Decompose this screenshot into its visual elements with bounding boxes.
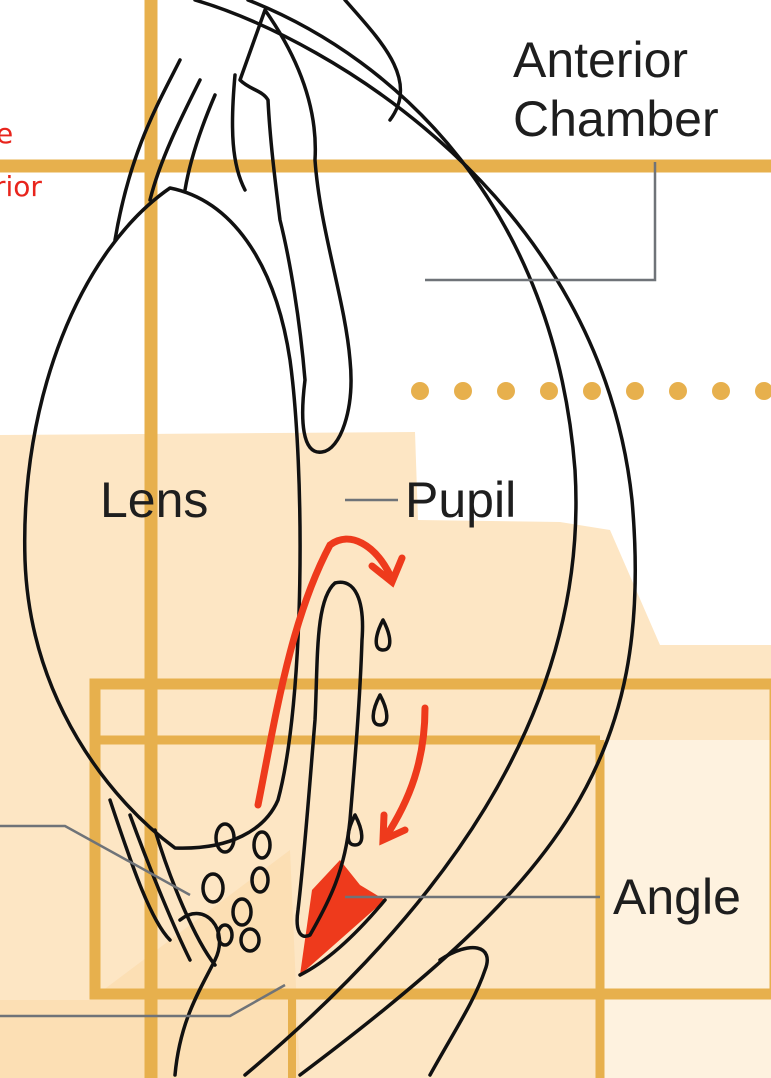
cropped-red-text-1: e <box>0 117 13 150</box>
background-shading <box>0 432 771 1078</box>
dot <box>755 382 771 400</box>
dot <box>454 382 472 400</box>
label-pupil: Pupil <box>405 472 516 528</box>
label-anterior: Anterior <box>513 32 688 88</box>
ciliary-upper-c <box>185 95 215 190</box>
cropped-red-text-2: rior <box>0 170 42 203</box>
label-chamber: Chamber <box>513 91 719 147</box>
dot <box>712 382 730 400</box>
dotted-line <box>411 382 771 400</box>
dot <box>626 382 644 400</box>
dot <box>497 382 515 400</box>
label-lens: Lens <box>100 472 208 528</box>
label-angle: Angle <box>613 869 741 925</box>
dot <box>583 382 601 400</box>
iris-upper <box>240 10 351 452</box>
anterior-chamber-pointer <box>425 162 655 280</box>
dot <box>540 382 558 400</box>
dot <box>669 382 687 400</box>
ciliary-upper-d <box>232 75 245 190</box>
dot <box>411 382 429 400</box>
